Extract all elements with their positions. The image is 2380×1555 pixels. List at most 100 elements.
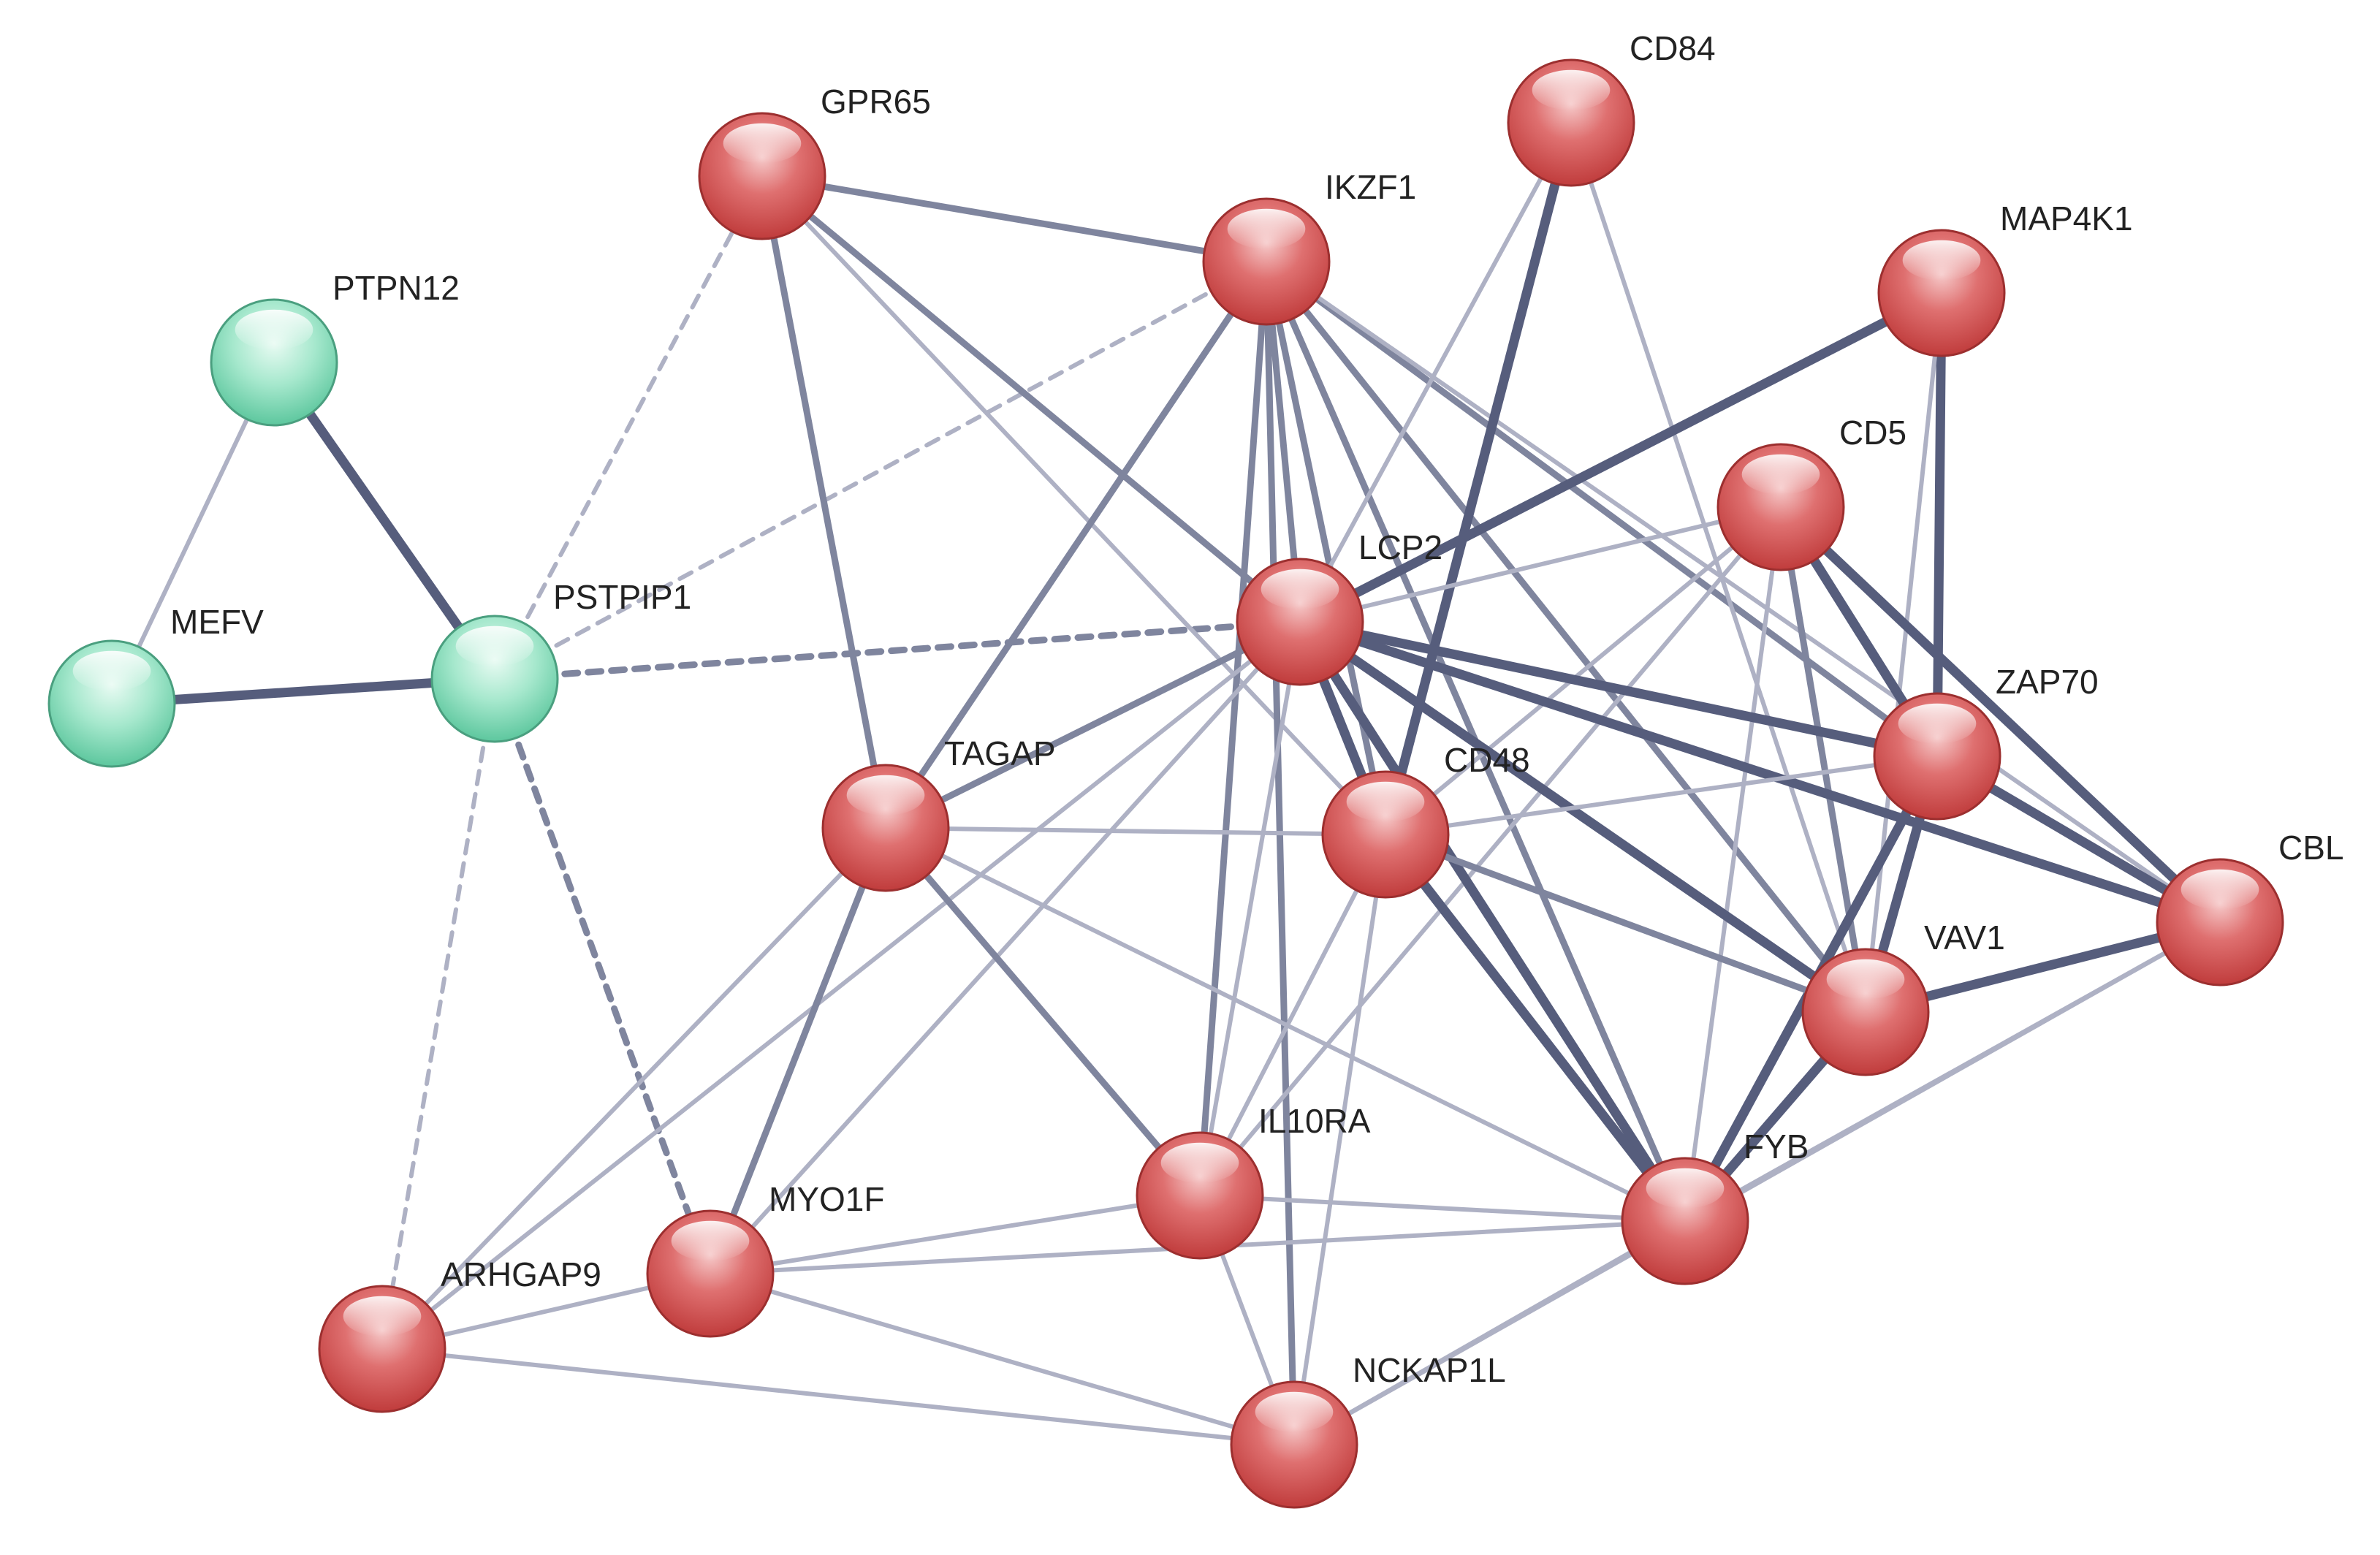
node-label: CD84 xyxy=(1630,29,1716,67)
edge-map4k1-zap70 xyxy=(1932,288,1947,761)
edge-gpr65-tagap xyxy=(759,172,889,832)
node-label: MAP4K1 xyxy=(2000,199,2133,237)
edge-cd5-fyb xyxy=(1683,505,1783,1223)
node-label: VAV1 xyxy=(1924,919,2005,957)
edge-cd5-lcp2 xyxy=(1298,505,1783,624)
edge-lcp2-myo1f xyxy=(708,620,1302,1276)
node-highlight xyxy=(846,775,925,815)
edge-cd84-lcp2 xyxy=(1298,121,1573,624)
node-highlight xyxy=(1741,454,1820,495)
edge-gpr65-lcp2 xyxy=(759,172,1304,626)
edge-lcp2-fyb xyxy=(1295,617,1690,1226)
edge-tagap-myo1f xyxy=(707,824,889,1277)
node-cd84[interactable]: CD84 xyxy=(1507,29,1716,187)
node-highlight xyxy=(1227,208,1306,249)
node-highlight xyxy=(671,1220,750,1261)
node-highlight xyxy=(1261,569,1339,609)
edge-il10ra-myo1f xyxy=(708,1193,1202,1276)
edge-zap70-cd48 xyxy=(1383,754,1939,837)
node-label: CD5 xyxy=(1839,414,1906,452)
edge-tagap-cd48 xyxy=(883,826,1388,837)
edge-lcp2-zap70 xyxy=(1295,617,1942,761)
edge-ikzf1-vav1 xyxy=(1263,258,1869,1016)
edge-ikzf1-zap70 xyxy=(1263,258,1941,760)
edge-myo1f-nckap1l xyxy=(708,1271,1296,1447)
node-il10ra[interactable]: IL10RA xyxy=(1136,1102,1371,1260)
node-nckap1l[interactable]: NCKAP1L xyxy=(1230,1351,1506,1509)
edge-cd48-il10ra xyxy=(1198,832,1388,1198)
node-pstpip1[interactable]: PSTPIP1 xyxy=(430,578,691,743)
node-map4k1[interactable]: MAP4K1 xyxy=(1877,199,2133,357)
node-highlight xyxy=(1255,1391,1334,1432)
node-highlight xyxy=(1826,959,1905,1000)
edge-map4k1-vav1 xyxy=(1863,291,1944,1014)
edge-lcp2-vav1 xyxy=(1295,617,1871,1017)
node-highlight xyxy=(723,123,802,164)
edge-gpr65-ikzf1 xyxy=(759,172,1270,265)
node-cd48[interactable]: CD48 xyxy=(1321,741,1530,899)
edge-il10ra-fyb xyxy=(1198,1193,1687,1223)
edge-ikzf1-tagap xyxy=(882,258,1270,832)
node-ikzf1[interactable]: IKZF1 xyxy=(1202,168,1416,326)
edge-lcp2-arhgap9 xyxy=(380,620,1302,1351)
node-mefv[interactable]: MEFV xyxy=(47,603,264,768)
edge-ikzf1-il10ra xyxy=(1196,258,1270,1199)
edge-ikzf1-nckap1l xyxy=(1263,258,1298,1448)
node-label: FYB xyxy=(1744,1128,1809,1166)
node-label: TAGAP xyxy=(944,734,1056,772)
node-zap70[interactable]: ZAP70 xyxy=(1873,663,2099,821)
node-lcp2[interactable]: LCP2 xyxy=(1236,528,1442,686)
node-highlight xyxy=(1532,69,1611,110)
edge-ptpn12-pstpip1 xyxy=(269,357,500,684)
node-label: PSTPIP1 xyxy=(553,578,691,616)
node-highlight xyxy=(2181,869,2259,910)
node-label: ZAP70 xyxy=(1996,663,2099,701)
node-highlight xyxy=(1898,703,1977,744)
edge-cd48-fyb xyxy=(1380,829,1690,1226)
node-highlight xyxy=(343,1296,422,1337)
node-arhgap9[interactable]: ARHGAP9 xyxy=(318,1255,601,1413)
edge-vav1-cd48 xyxy=(1382,831,1869,1016)
node-label: IKZF1 xyxy=(1325,168,1416,206)
edge-lcp2-il10ra xyxy=(1198,620,1302,1198)
node-label: PTPN12 xyxy=(332,269,460,307)
edge-mefv-pstpip1 xyxy=(107,674,500,709)
node-gpr65[interactable]: GPR65 xyxy=(698,83,931,240)
node-tagap[interactable]: TAGAP xyxy=(821,734,1056,892)
edge-cd5-cbl xyxy=(1776,502,2225,927)
node-fyb[interactable]: FYB xyxy=(1621,1128,1809,1285)
edge-pstpip1-gpr65 xyxy=(493,174,764,681)
edge-cd5-cd48 xyxy=(1383,505,1783,837)
node-label: IL10RA xyxy=(1258,1102,1371,1140)
edge-cd84-vav1 xyxy=(1569,121,1868,1014)
edge-tagap-arhgap9 xyxy=(380,826,888,1351)
node-label: CBL xyxy=(2278,829,2343,867)
edge-map4k1-lcp2 xyxy=(1295,288,1947,627)
node-cd5[interactable]: CD5 xyxy=(1716,414,1906,571)
node-label: GPR65 xyxy=(821,83,931,121)
edge-pstpip1-lcp2 xyxy=(491,618,1304,683)
node-label: MEFV xyxy=(170,603,264,641)
node-highlight xyxy=(235,309,313,350)
node-highlight xyxy=(72,650,151,691)
edge-tagap-il10ra xyxy=(882,824,1204,1199)
node-label: CD48 xyxy=(1444,741,1530,779)
node-label: ARHGAP9 xyxy=(441,1255,601,1293)
edge-nckap1l-cbl xyxy=(1292,920,2222,1447)
edge-pstpip1-ikzf1 xyxy=(493,259,1269,681)
edge-cd5-vav1 xyxy=(1777,503,1869,1016)
edge-arhgap9-nckap1l xyxy=(380,1347,1296,1447)
node-label: LCP2 xyxy=(1358,528,1442,566)
edge-cd5-il10ra xyxy=(1198,505,1783,1198)
edge-cd84-cd48 xyxy=(1380,118,1576,840)
node-myo1f[interactable]: MYO1F xyxy=(646,1180,884,1338)
node-vav1[interactable]: VAV1 xyxy=(1801,919,2005,1076)
edge-pstpip1-myo1f xyxy=(491,675,714,1277)
node-highlight xyxy=(1346,781,1425,822)
node-ptpn12[interactable]: PTPN12 xyxy=(210,269,460,427)
edge-ikzf1-cd48 xyxy=(1263,258,1389,838)
node-cbl[interactable]: CBL xyxy=(2156,829,2343,986)
edge-layer xyxy=(107,118,2225,1448)
node-highlight xyxy=(455,626,534,666)
